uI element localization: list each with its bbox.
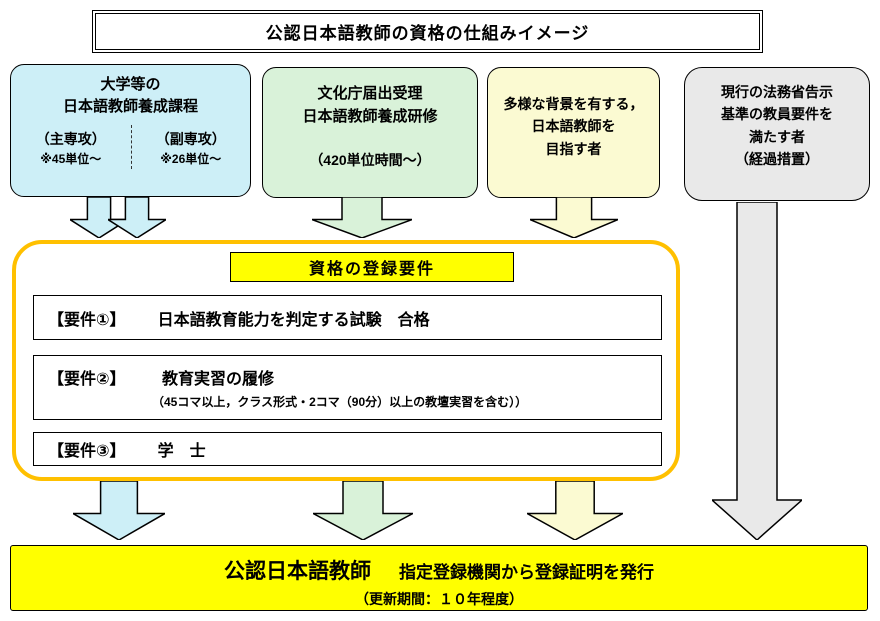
requirement-2: 【要件②】 教育実習の履修 （45コマ以上，クラス形式・2コマ（90分）以上の教… — [33, 355, 662, 420]
current-line1: 現行の法務省告示 — [721, 84, 833, 100]
training-line2: 日本語教師養成研修 — [302, 107, 438, 125]
requirement-1-label: 【要件①】 — [48, 311, 126, 329]
down-arrow-icon — [312, 197, 412, 238]
current-line2: 基準の教員要件を — [721, 106, 833, 123]
requirement-2-note: （45コマ以上，クラス形式・2コマ（90分）以上の教壇実習を含む）） — [152, 395, 528, 409]
minor-label: （副専攻） — [155, 130, 226, 147]
requirements-header-text: 資格の登録要件 — [308, 261, 435, 278]
diverse-line3: 目指す者 — [545, 140, 602, 157]
requirement-1-text: 日本語教育能力を判定する試験 合格 — [157, 311, 430, 329]
requirements-header: 資格の登録要件 — [230, 252, 514, 282]
minor-track: （副専攻） ※26単位～ — [130, 124, 251, 169]
down-arrow-icon — [313, 481, 413, 540]
major-label: （主専攻） — [35, 130, 106, 147]
diverse-line1: 多様な背景を有する， — [503, 96, 644, 112]
requirement-3-label: 【要件③】 — [48, 443, 126, 460]
diagram-title-text: 公認日本語教師の資格の仕組みイメージ — [265, 24, 590, 43]
university-tracks: （主専攻） ※45単位～ （副専攻） ※26単位～ — [11, 124, 251, 169]
major-note: ※45単位～ — [40, 152, 102, 167]
down-arrow-icon — [527, 481, 623, 540]
path-box-university: 大学等の 日本語教師養成課程 （主専攻） ※45単位～ （副専攻） ※26単位～ — [10, 64, 251, 197]
major-track: （主専攻） ※45単位～ — [11, 125, 131, 169]
diagram-title: 公認日本語教師の資格の仕組みイメージ — [92, 10, 763, 53]
minor-note: ※26単位～ — [160, 152, 222, 167]
down-arrow-icon — [73, 481, 165, 540]
university-line2: 日本語教師養成課程 — [62, 97, 198, 115]
diverse-line2: 日本語教師を — [531, 118, 616, 135]
current-line3: 満たす者 — [749, 128, 805, 145]
down-arrow-long-icon — [712, 202, 802, 540]
result-title: 公認日本語教師 — [224, 560, 371, 583]
down-arrow-icon — [530, 197, 618, 238]
down-arrow-icon — [108, 197, 166, 238]
path-box-diverse: 多様な背景を有する， 日本語教師を 目指す者 — [487, 67, 660, 198]
training-note: （420単位時間～） — [309, 152, 431, 168]
down-arrow-icon — [70, 197, 128, 238]
requirement-3: 【要件③】 学 士 — [33, 432, 662, 466]
result-box: 公認日本語教師 指定登録機関から登録証明を発行 （更新期間：１０年程度） — [10, 545, 868, 611]
training-line1: 文化庁届出受理 — [317, 85, 423, 102]
result-note: （更新期間：１０年程度） — [355, 591, 523, 607]
requirement-2-label: 【要件②】 — [48, 371, 126, 388]
university-line1: 大学等の — [100, 76, 161, 93]
requirement-3-text: 学 士 — [157, 443, 206, 460]
result-line1: 公認日本語教師 指定登録機関から登録証明を発行 — [11, 555, 867, 585]
path-box-current: 現行の法務省告示 基準の教員要件を 満たす者 （経過措置） — [684, 67, 870, 201]
requirement-1: 【要件①】 日本語教育能力を判定する試験 合格 — [33, 295, 662, 340]
current-line4: （経過措置） — [735, 151, 819, 168]
result-subtitle: 指定登録機関から登録証明を発行 — [399, 563, 654, 582]
requirement-2-text: 教育実習の履修 — [162, 371, 275, 388]
path-box-training: 文化庁届出受理 日本語教師養成研修 （420単位時間～） — [262, 67, 478, 198]
